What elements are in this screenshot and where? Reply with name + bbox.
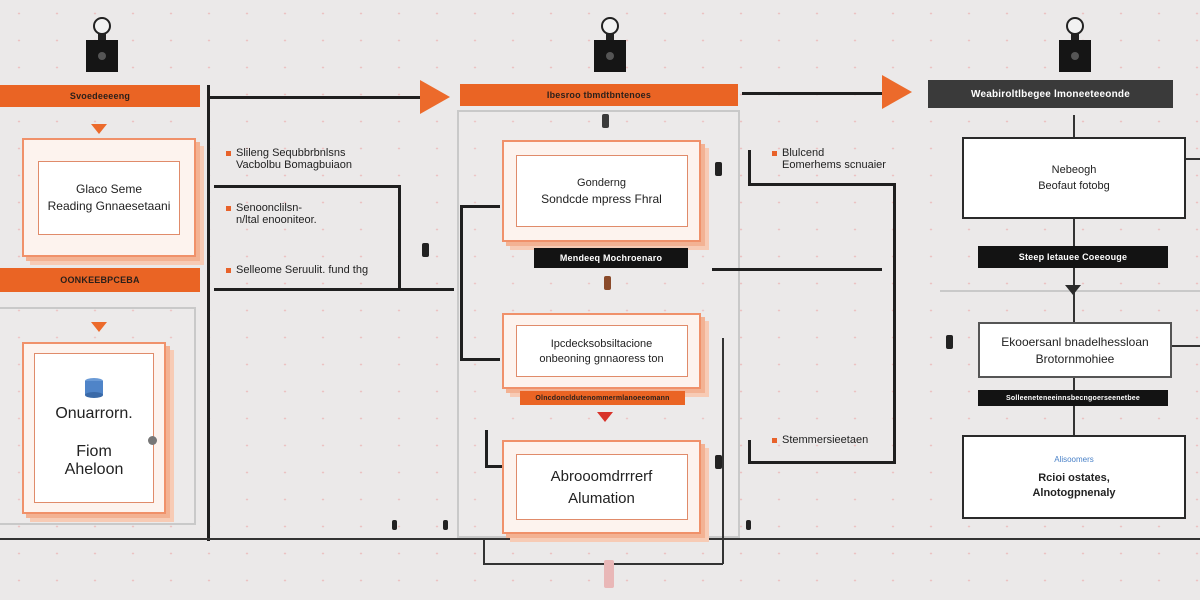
arrow-down-icon [1065, 285, 1081, 295]
left-card-1-line1: Glaco Seme [75, 182, 143, 196]
center-card-2: Ipcdecksobsiltacione onbeoning gnnaoress… [502, 313, 701, 389]
left-card-1-line2: Reading Gnnaesetaani [47, 199, 171, 213]
right-bar-1: Steep Ietauee Coeeouge [978, 246, 1168, 268]
center-card-1-line1: Gonderng [577, 176, 626, 189]
note-link-1-drop [398, 185, 401, 289]
right-banner-top: Weabiroltlbegee lmoneeteeonde [928, 80, 1173, 108]
note-link-1 [214, 185, 400, 188]
center-orange-bar-label: Olncdoncldutenommermlanoeeomann [535, 394, 670, 402]
left-banner-mid-label: OONKEEBPCEBA [60, 275, 140, 285]
top-connector-right [742, 92, 882, 95]
center-card-1: Gonderng Sondcde mpress Fhral [502, 140, 701, 242]
center-card-2-line2: onbeoning gnnaoress ton [539, 352, 664, 365]
right-bar-1-label: Steep Ietauee Coeeouge [1018, 252, 1128, 262]
connector-marker [602, 114, 609, 128]
center-rail-lower [485, 430, 488, 466]
center-side-note: Blulcend Eomerhems scnuaier [772, 147, 886, 171]
right-card-3: Alisoomers Rcioi ostates, Alnotogpnenaly [962, 435, 1186, 519]
center-card-2-line1: Ipcdecksobsiltacione [550, 337, 653, 350]
arrow-down-icon [91, 322, 107, 332]
connector-marker [604, 560, 614, 588]
right-bar-2: Solleeneteneeinnsbecngoerseenetbee [978, 390, 1168, 406]
center-rail-to-card2 [460, 358, 500, 361]
center-rail-to-card3 [485, 465, 503, 468]
left-card-2-line2: Fiom [76, 443, 112, 460]
bottom-center-link [483, 563, 723, 565]
side-note-drop [748, 150, 751, 184]
lightbulb-pin-icon [594, 17, 626, 72]
bidirectional-link [712, 268, 882, 271]
right-card-2: Ekooersanl bnadelhessloan Brotornmohiee [978, 322, 1172, 378]
center-card-1-line2: Sondcde mpress Fhral [541, 191, 662, 206]
left-note-3: Selleome Seruulit. fund thg [226, 264, 368, 276]
right-card-3-line1: Rcioi ostates, [1038, 472, 1110, 484]
top-connector-left [208, 96, 420, 99]
lightbulb-pin-icon [1059, 17, 1091, 72]
right-card-3-line2: Alnotogpnenaly [1032, 487, 1116, 499]
side-note-link [748, 183, 894, 186]
left-note-2-line2: n/ltal enooniteor. [236, 214, 317, 226]
bottom-baseline [0, 538, 1200, 540]
center-bottom-note-text: Stemmersieetaen [782, 434, 869, 446]
right-edge-link-2 [1168, 345, 1200, 347]
center-banner-top: Ibesroo tbmdtbntenoes [460, 84, 738, 106]
left-banner-top: Svoedeeeeng [0, 85, 200, 107]
left-note-1-line2: Vacbolbu Bomagbuiaon [236, 159, 352, 171]
bottom-center-drop [483, 538, 485, 564]
right-card-2-line2: Brotornmohiee [1035, 351, 1115, 366]
connector-marker [715, 455, 722, 469]
right-card-1-line1: Nebeogh [1051, 164, 1097, 176]
arrow-right-icon [420, 80, 450, 114]
left-note-2-line1: Senoonclilsn- [236, 202, 303, 214]
left-card-2: Onuarrorn. Fiom Aheloon [22, 342, 166, 514]
right-column-spine [1073, 115, 1075, 437]
database-icon [85, 378, 103, 398]
arrow-down-icon [91, 124, 107, 134]
right-bar-2-label: Solleeneteneeinnsbecngoerseenetbee [1005, 394, 1140, 402]
bottom-note-link [748, 461, 896, 464]
left-card-1: Glaco Seme Reading Gnnaesetaani [22, 138, 196, 257]
center-card-3-line1: Abrooomdrrrerf [550, 467, 653, 485]
right-card-1-line2: Beofaut fotobg [1038, 180, 1110, 192]
note-link-3 [214, 288, 454, 291]
right-card-3-sub: Alisoomers [1054, 455, 1094, 464]
connector-marker [946, 335, 953, 349]
center-side-note-line1: Blulcend [782, 147, 825, 159]
center-orange-bar: Olncdoncldutenommermlanoeeomann [520, 391, 685, 405]
center-card-3-line2: Alumation [568, 489, 635, 507]
connector-marker [604, 276, 611, 290]
left-banner-top-label: Svoedeeeeng [69, 91, 131, 101]
left-card-2-line1: Onuarrorn. [55, 405, 133, 422]
center-left-rail [460, 205, 463, 360]
left-note-1-line1: Slileng Sequbbrbnlsns [236, 147, 346, 159]
arrow-down-icon [597, 412, 613, 422]
left-banner-mid: OONKEEBPCEBA [0, 268, 200, 292]
bottom-center-rise [722, 338, 724, 564]
bottom-note-drop [748, 440, 751, 462]
center-banner-top-label: Ibesroo tbmdtbntenoes [546, 90, 652, 100]
center-rail-to-card1 [460, 205, 500, 208]
right-banner-top-label: Weabiroltlbegee lmoneeteeonde [971, 88, 1130, 100]
center-side-note-line2: Eomerhems scnuaier [782, 159, 886, 171]
right-card-2-line1: Ekooersanl bnadelhessloan [1001, 334, 1149, 349]
connector-marker [422, 243, 429, 257]
center-black-bar: Mendeeq Mochroenaro [534, 248, 688, 268]
connector-marker [715, 162, 722, 176]
right-card-1: Nebeogh Beofaut fotobg [962, 137, 1186, 219]
right-rail [893, 183, 896, 463]
left-divider [207, 85, 210, 541]
connector-marker [443, 520, 448, 530]
connector-marker [392, 520, 397, 530]
connector-marker [746, 520, 751, 530]
left-card-2-line3: Aheloon [64, 461, 124, 478]
center-card-3: Abrooomdrrrerf Alumation [502, 440, 701, 534]
lightbulb-pin-icon [86, 17, 118, 72]
pointer-dot [148, 436, 157, 445]
center-bottom-note: Stemmersieetaen [772, 434, 868, 446]
left-note-3-text: Selleome Seruulit. fund thg [236, 264, 369, 276]
center-black-bar-label: Mendeeq Mochroenaro [559, 253, 663, 263]
left-note-1: Slileng Sequbbrbnlsns Vacbolbu Bomagbuia… [226, 147, 352, 171]
arrow-right-icon [882, 75, 912, 109]
left-note-2: Senoonclilsn- n/ltal enooniteor. [226, 202, 317, 226]
